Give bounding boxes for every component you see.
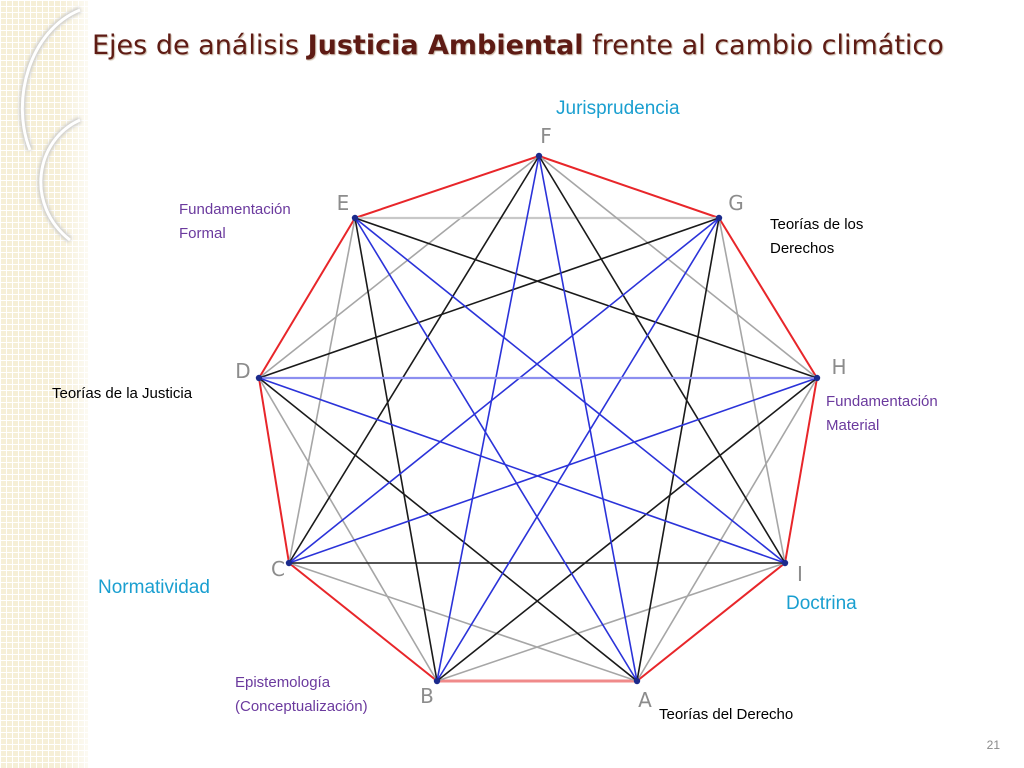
vertex-label-h: H (831, 355, 846, 379)
label-epistemologia-line1: Epistemología (235, 674, 331, 691)
edge-e-h (354, 217, 818, 379)
edge-c-f (288, 155, 540, 564)
vertex-dot-i (781, 559, 789, 567)
diagram-edges (258, 155, 818, 683)
vertex-dot-g (715, 214, 723, 222)
label-teorias-derecho: Teorías del Derecho (659, 706, 794, 723)
edge-a-c (288, 562, 638, 682)
edge-c-h (288, 377, 818, 564)
edge-c-e (288, 217, 356, 564)
diagram-nodes (255, 152, 821, 685)
vertex-labels: A B C D E F G H I (235, 124, 846, 712)
edge-d-i (258, 377, 786, 564)
vertex-dot-a (633, 677, 641, 685)
vertex-label-f: F (540, 124, 552, 148)
label-teorias-derechos-line1: Teorías de los (770, 216, 864, 233)
vertex-label-d: D (235, 359, 250, 383)
edge-a-e (354, 217, 638, 682)
edge-b-d (258, 377, 438, 682)
edge-e-i (354, 217, 786, 564)
edge-f-h (538, 155, 818, 379)
edge-b-i (436, 562, 786, 682)
vertex-label-a: A (638, 688, 652, 712)
label-fundamentacion-formal-line2: Formal (179, 225, 226, 242)
edge-a-d (258, 377, 638, 682)
edge-b-g (436, 217, 720, 682)
edge-f-i (538, 155, 786, 564)
edge-d-e (258, 217, 356, 379)
edge-d-g (258, 217, 720, 379)
edge-c-d (258, 377, 290, 564)
label-jurisprudencia: Jurisprudencia (556, 98, 680, 119)
edge-a-h (636, 377, 818, 682)
vertex-dot-e (351, 214, 359, 222)
edge-b-f (436, 155, 540, 682)
label-epistemologia: Epistemología (Conceptualización) (235, 671, 368, 719)
vertex-dot-c (285, 559, 293, 567)
label-doctrina: Doctrina (786, 593, 857, 614)
edge-f-g (538, 155, 720, 219)
vertex-dot-d (255, 374, 263, 382)
label-normatividad: Normatividad (98, 577, 210, 598)
label-teorias-derechos: Teorías de los Derechos (770, 213, 863, 261)
edge-g-h (718, 217, 818, 379)
vertex-dot-h (813, 374, 821, 382)
label-epistemologia-line2: (Conceptualización) (235, 698, 368, 715)
decorative-arcs (19, 7, 82, 243)
edge-g-i (718, 217, 786, 564)
edge-b-e (354, 217, 438, 682)
title-part-2: frente al cambio climático (583, 30, 944, 61)
vertex-dot-f (535, 152, 543, 160)
edge-b-c (288, 562, 438, 682)
slide-title: Ejes de análisis Justicia Ambiental fren… (92, 30, 944, 61)
edge-a-f (538, 155, 638, 682)
label-fundamentacion-material: Fundamentación Material (826, 390, 938, 438)
title-part-1: Ejes de análisis (92, 30, 308, 61)
label-fundamentacion-formal-line1: Fundamentación (179, 201, 291, 218)
vertex-label-e: E (337, 191, 350, 215)
vertex-dot-b (433, 677, 441, 685)
edge-e-f (354, 155, 540, 219)
vertex-label-b: B (420, 684, 434, 708)
label-fundamentacion-material-line2: Material (826, 417, 880, 434)
page-number: 21 (986, 738, 1000, 752)
label-fundamentacion-material-line1: Fundamentación (826, 393, 938, 410)
title-bold: Justicia Ambiental (307, 30, 584, 61)
edge-a-i (636, 562, 786, 682)
vertex-label-g: G (728, 191, 744, 215)
vertex-label-c: C (271, 557, 285, 581)
edge-b-h (436, 377, 818, 682)
vertex-label-i: I (797, 562, 803, 586)
label-teorias-derechos-line2: Derechos (770, 240, 835, 257)
label-teorias-justicia: Teorías de la Justicia (52, 385, 193, 402)
edge-c-g (288, 217, 720, 564)
label-fundamentacion-formal: Fundamentación Formal (179, 198, 291, 246)
edge-d-f (258, 155, 540, 379)
edge-a-g (636, 217, 720, 682)
edge-h-i (784, 377, 818, 564)
